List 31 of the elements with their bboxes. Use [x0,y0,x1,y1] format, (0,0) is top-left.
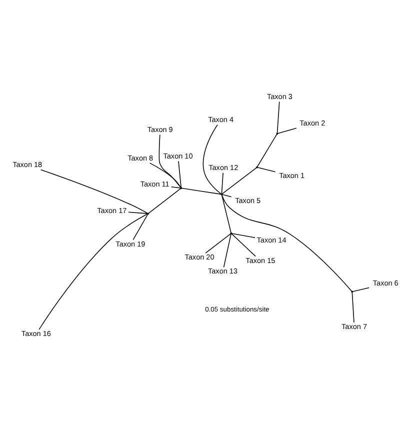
node-point [220,192,223,195]
connector [40,168,148,214]
node-point [180,186,182,189]
connector [132,214,148,240]
node-point [276,132,278,134]
connector [223,233,232,268]
connector [352,292,354,322]
connector [170,186,181,188]
connector [128,211,148,214]
connector [205,232,232,253]
node-point [256,166,258,168]
connector [221,172,224,194]
node-point [230,232,232,234]
connector [276,100,280,133]
connector [182,187,222,194]
connector [148,188,181,213]
node-point [147,212,150,214]
connector [257,166,276,172]
connector [256,133,278,167]
connector [202,124,222,194]
connector [352,286,370,292]
connector [158,134,182,188]
connector [222,194,352,291]
node-point [351,290,354,292]
connector [38,213,148,330]
connector [221,194,232,232]
connector [278,127,297,134]
connector [231,232,256,256]
connector [231,232,256,238]
connector [178,160,182,188]
connector [149,162,182,188]
